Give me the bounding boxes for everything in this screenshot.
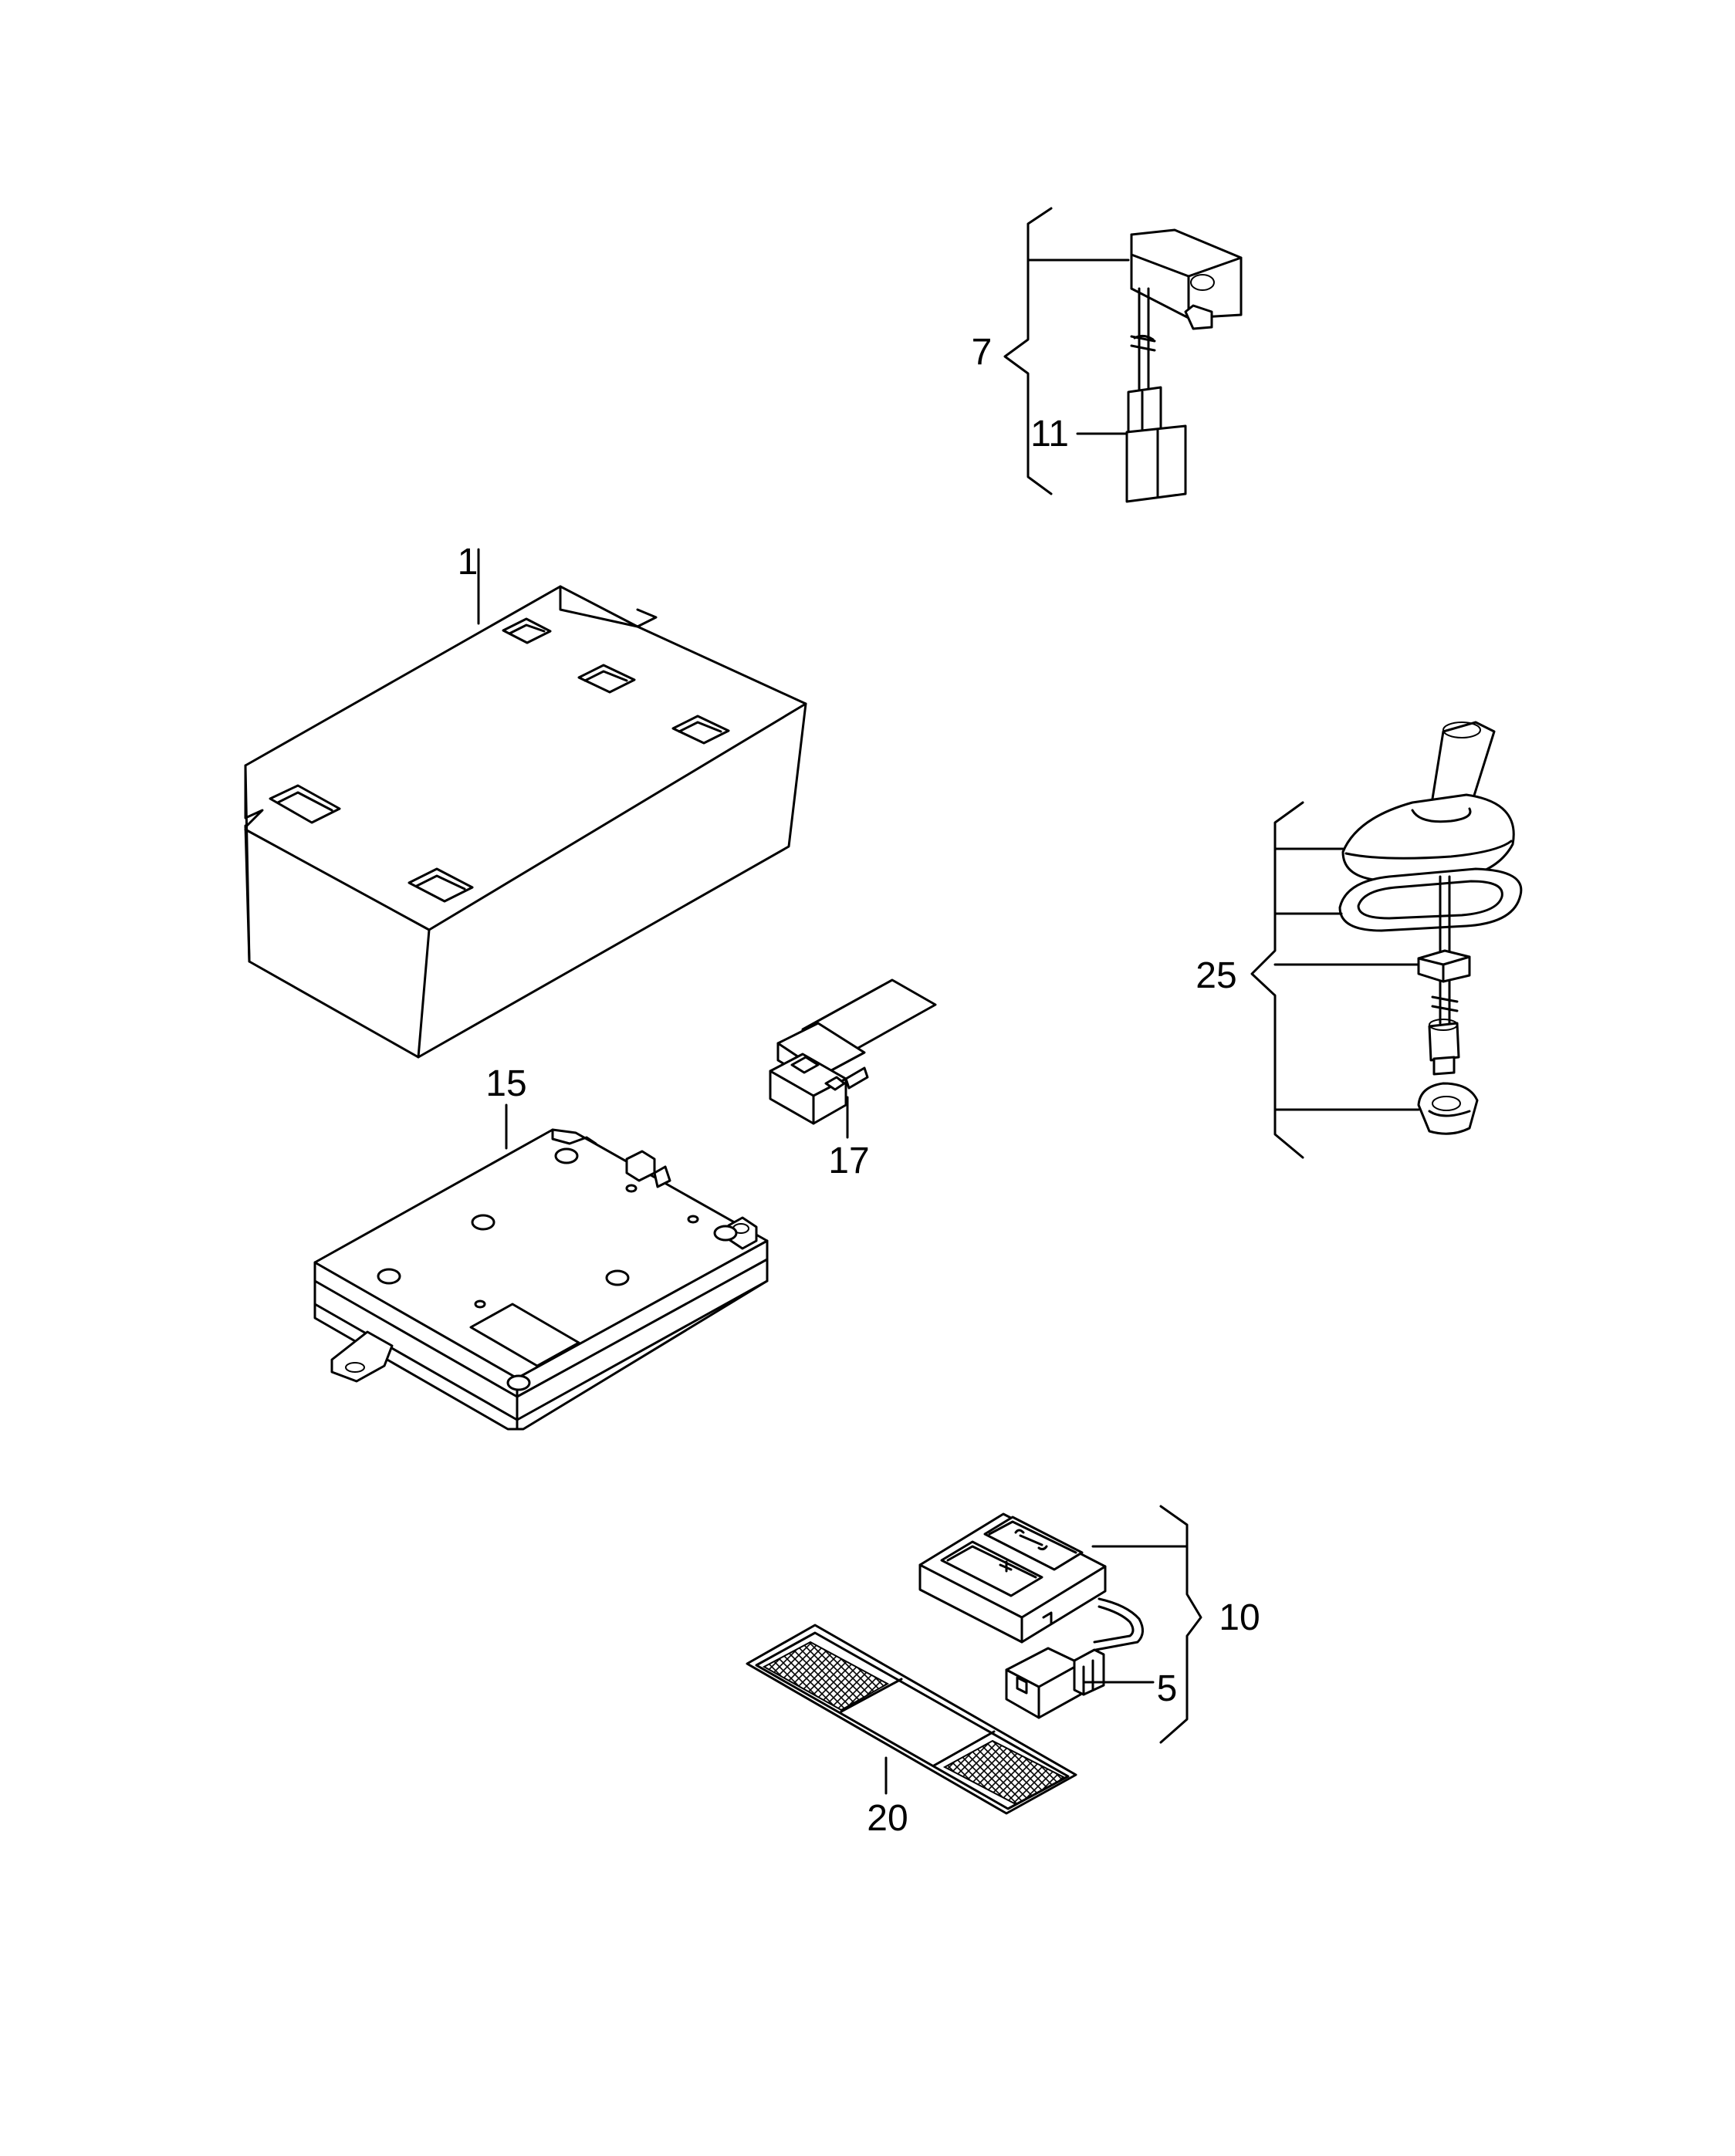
box-recess [502, 617, 552, 644]
part-25-antenna-assembly: 25 [1196, 721, 1523, 1159]
box-recess [671, 715, 730, 745]
bracket-7 [1003, 207, 1053, 495]
callout-25: 25 [1196, 955, 1236, 996]
box-recess [577, 664, 636, 694]
part-1-box: 1 [244, 542, 807, 1059]
callout-1: 1 [458, 542, 479, 583]
callout-11: 11 [1030, 414, 1069, 455]
part-20-adhesive-strip: 20 [746, 1624, 1077, 1839]
mesh-pad [942, 1739, 1067, 1806]
part-10-control-panel: 10 5 [918, 1505, 1260, 1744]
bracket-10 [1159, 1505, 1202, 1744]
callout-15: 15 [485, 1063, 526, 1104]
mesh-pad [762, 1641, 890, 1712]
callout-7: 7 [972, 332, 993, 373]
wrench-icon [1014, 1529, 1048, 1551]
part-7-sensor-assembly: 7 11 [972, 207, 1243, 503]
part-15-control-unit: 15 [313, 1063, 769, 1431]
part-17-connector: 17 [769, 978, 937, 1181]
callout-17: 17 [828, 1141, 869, 1181]
bracket-25 [1250, 801, 1304, 1159]
callout-5: 5 [1157, 1668, 1178, 1709]
box-recess [269, 784, 341, 824]
callout-10: 10 [1219, 1597, 1260, 1638]
box-recess [408, 867, 474, 903]
callout-20: 20 [867, 1798, 908, 1839]
info-icon [999, 1560, 1013, 1573]
